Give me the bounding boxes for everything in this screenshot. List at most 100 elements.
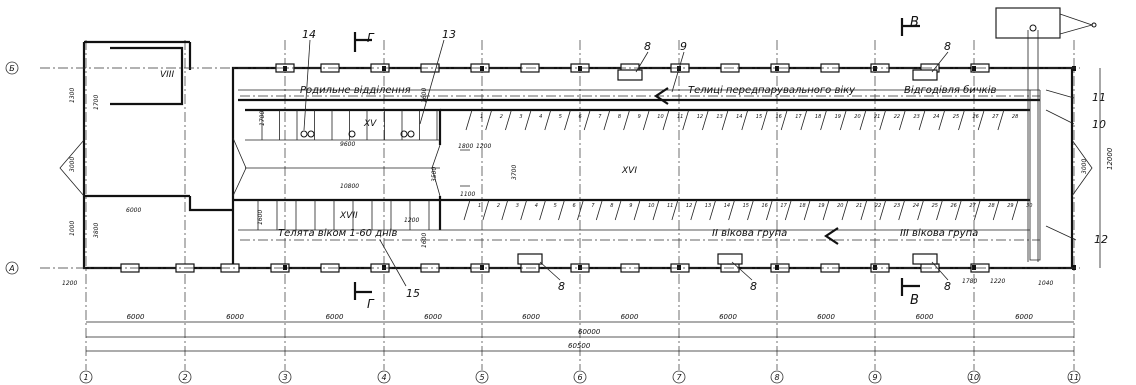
ventilator xyxy=(912,253,938,265)
stall-divider xyxy=(623,109,630,131)
dim-1700-b: 1700 xyxy=(259,111,266,126)
dimension-lines xyxy=(86,68,1101,352)
stall-number: 21 xyxy=(874,114,880,120)
stall-number: 16 xyxy=(762,203,768,209)
stall-divider xyxy=(652,199,660,221)
dim-bay: 6000 xyxy=(424,313,442,321)
section-v-bottom: В xyxy=(910,293,919,308)
stall-divider xyxy=(841,199,849,221)
stall-number: 11 xyxy=(677,114,683,120)
stall-number: 6 xyxy=(573,203,576,209)
dim-10800: 10800 xyxy=(340,183,359,190)
stall-number: 4 xyxy=(535,203,538,209)
stall-number: 14 xyxy=(724,203,730,209)
stall-divider xyxy=(800,109,808,131)
axis-marker xyxy=(79,370,93,384)
callout-8-bottom-3: 8 xyxy=(944,280,951,293)
stall-divider xyxy=(973,199,981,221)
stall-divider xyxy=(803,199,811,221)
stall-divider xyxy=(879,109,887,131)
stall-divider xyxy=(662,109,670,131)
stall-number: 25 xyxy=(932,203,938,209)
stall-number: 27 xyxy=(969,203,976,209)
section-v-top: В xyxy=(910,15,919,30)
stall-divider xyxy=(505,109,512,131)
dim-1200-c: 1200 xyxy=(404,217,419,224)
dim-6000: 6000 xyxy=(126,207,141,214)
callout-leaders xyxy=(303,39,1077,287)
stall-divider xyxy=(671,199,679,221)
stall-divider xyxy=(482,199,490,221)
stall-number: 6 xyxy=(579,114,582,120)
stall-number: 3 xyxy=(516,203,519,209)
dim-1600-left: 1600 xyxy=(257,210,264,225)
dim-1600-bottom: 1600 xyxy=(421,233,428,248)
stall-number: 11 xyxy=(667,203,673,209)
columns xyxy=(283,66,1076,270)
axis-label-row: А xyxy=(8,264,14,273)
stall-divider xyxy=(501,199,509,221)
callout-9: 9 xyxy=(680,40,687,53)
stall-divider xyxy=(860,199,868,221)
dim-bay: 6000 xyxy=(719,313,737,321)
stall-number: 9 xyxy=(638,114,641,120)
stall-divider xyxy=(603,109,611,131)
stall-number: 5 xyxy=(559,114,562,120)
axis-label-col: 1 xyxy=(83,373,88,382)
callout-14: 14 xyxy=(302,28,316,41)
stall-divider xyxy=(918,109,926,131)
stall-number: 2 xyxy=(500,114,503,120)
column xyxy=(775,265,779,270)
column xyxy=(972,66,976,71)
stall-divider xyxy=(544,109,552,131)
room-maternity: Родильне відділення xyxy=(300,84,411,96)
section-g-top: Г xyxy=(367,31,375,45)
dim-1700: 1700 xyxy=(93,95,100,110)
column xyxy=(1072,66,1076,71)
axis-label-col: 9 xyxy=(872,373,877,382)
section-g-bottom: Г xyxy=(367,297,375,311)
stall-divider xyxy=(614,199,622,221)
callout-15: 15 xyxy=(406,287,420,300)
stall-divider xyxy=(728,199,735,221)
dim-bay: 6000 xyxy=(817,313,835,321)
column xyxy=(578,66,582,71)
axis-label-col: 10 xyxy=(969,373,979,382)
dim-bay: 6000 xyxy=(621,313,639,321)
callout-8-bottom-2: 8 xyxy=(750,280,757,293)
axis-label-col: 7 xyxy=(676,373,682,382)
stall-divider xyxy=(997,109,1005,131)
dim-total-inner: 60000 xyxy=(578,328,601,336)
stall-divider xyxy=(1011,199,1019,221)
callout-8-bottom-1: 8 xyxy=(558,280,565,293)
stall-divider xyxy=(898,199,906,221)
stall-number: 10 xyxy=(657,114,663,120)
stall-number: 30 xyxy=(1026,203,1032,209)
axis-marker xyxy=(475,370,489,384)
stall-divider xyxy=(633,199,641,221)
stall-divider xyxy=(822,199,830,221)
stall-divider xyxy=(558,199,565,221)
stall-divider xyxy=(938,109,946,131)
dim-1600-top: 1600 xyxy=(421,88,428,103)
stall-number: 22 xyxy=(875,203,881,209)
stall-number: 23 xyxy=(913,114,919,120)
axis-label-col: 3 xyxy=(282,373,287,382)
stall-number: 1 xyxy=(480,114,483,120)
dim-bay: 6000 xyxy=(1015,313,1033,321)
dim-1000: 1000 xyxy=(69,221,76,236)
stall-divider xyxy=(879,199,887,221)
column xyxy=(283,265,287,270)
axis-marker xyxy=(1067,370,1081,384)
axis-marker xyxy=(5,261,19,275)
stall-divider xyxy=(577,199,584,221)
feeders xyxy=(300,130,415,138)
stall-divider xyxy=(564,109,571,131)
column xyxy=(578,265,582,270)
stall-divider xyxy=(524,109,532,131)
stall-divider xyxy=(465,109,473,131)
stall-number: 13 xyxy=(716,114,722,120)
stall-divider xyxy=(839,109,847,131)
